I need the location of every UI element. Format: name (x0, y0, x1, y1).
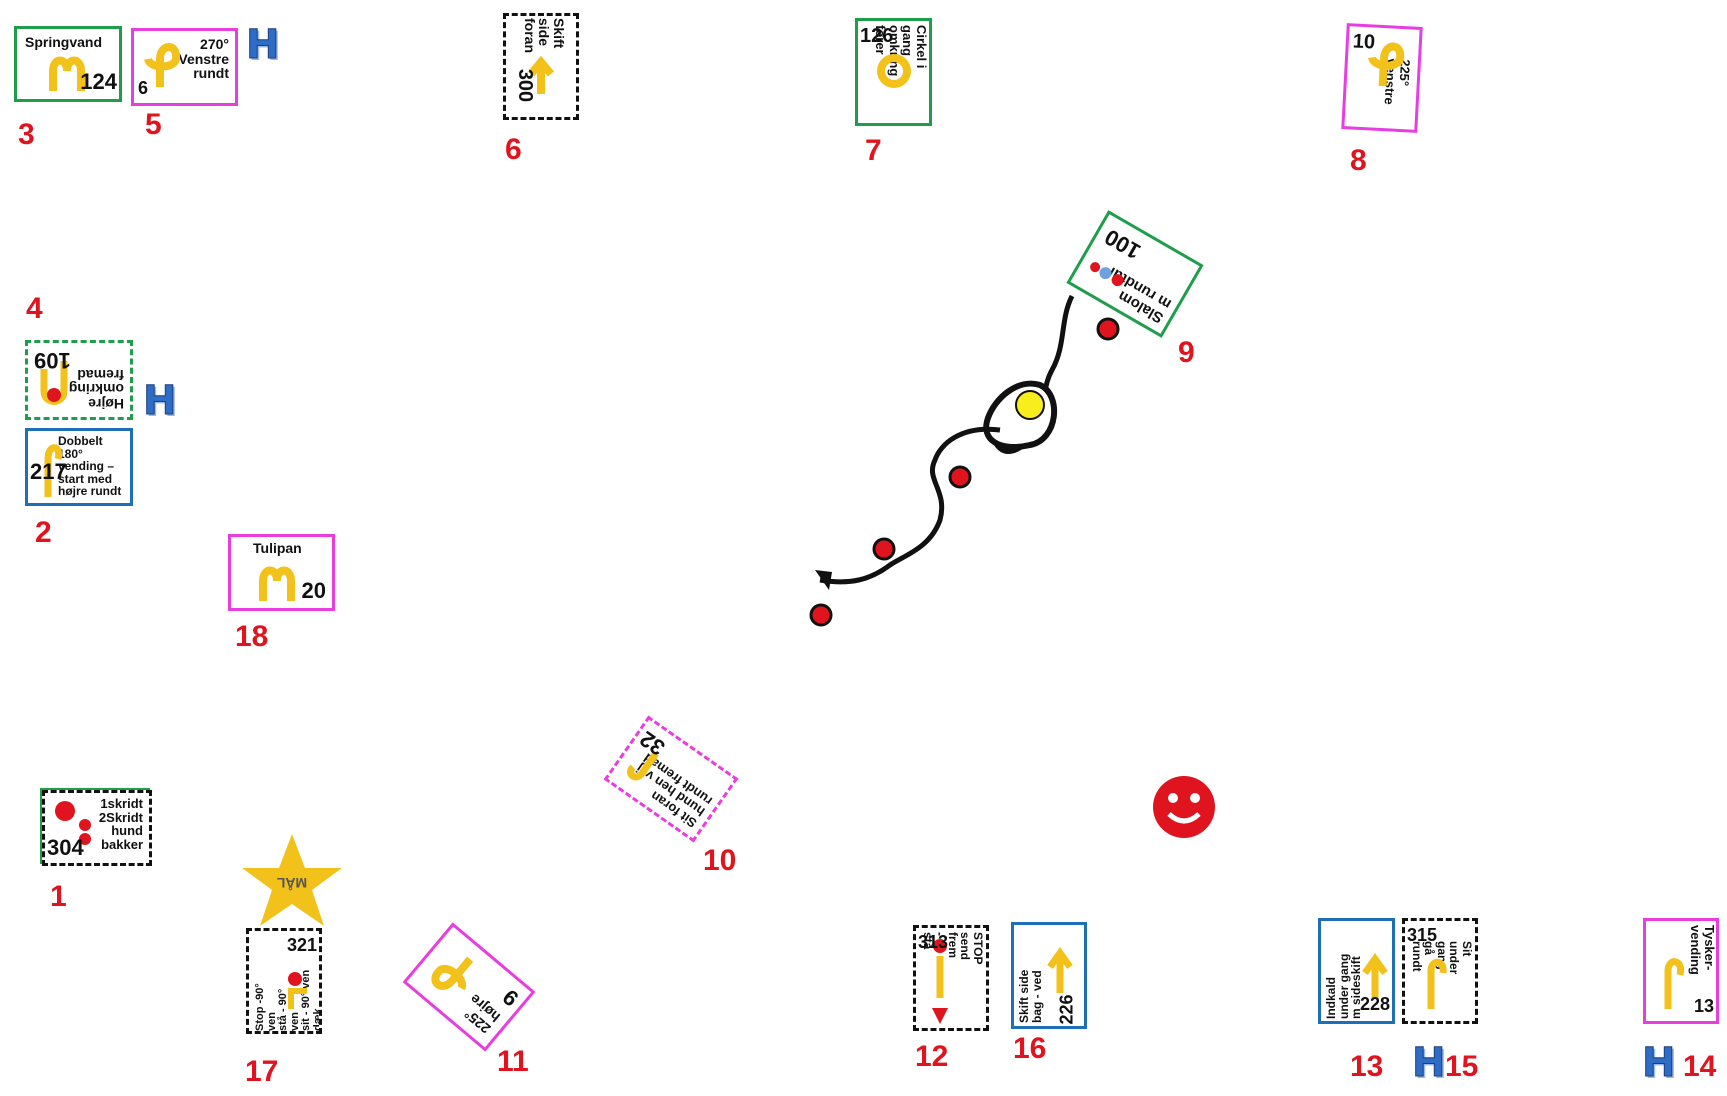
cone-2 (948, 465, 972, 489)
handler-mark: H (1412, 1040, 1445, 1086)
station-number-6: 6 (505, 133, 522, 167)
sign-stop-90: Stop -90° ven stå - 90° ven sit - 90° ve… (246, 928, 322, 1034)
sign-number: 226 (1056, 994, 1077, 1024)
sign-number: 20 (302, 578, 326, 604)
station-number-17: 17 (245, 1055, 278, 1089)
sign-skift-side-foran: Skift side foran 300 (503, 13, 579, 120)
station-number-5: 5 (145, 108, 162, 142)
station-number-11: 11 (497, 1045, 529, 1079)
sign-text: Højre omkring fremad (69, 367, 124, 411)
sign-270-venstre: 270° Venstre rundt 6 (131, 28, 238, 106)
sign-number: 313 (918, 932, 948, 953)
sign-number: 13 (1694, 996, 1714, 1017)
sign-number: 124 (80, 69, 117, 95)
sign-indkald: Indkald under gang m sideskift 228 (1318, 918, 1395, 1024)
finish-text: MÅL (276, 875, 307, 891)
sign-number: 126 (860, 25, 893, 48)
sign-number: 304 (47, 835, 84, 861)
station-number-7: 7 (865, 134, 882, 168)
sign-text: 225° højre (458, 992, 503, 1037)
sign-text: 270° Venstre rundt (178, 37, 229, 81)
circle-arrow-icon (874, 51, 914, 91)
sign-text: Skift side bag - ved (1018, 970, 1043, 1023)
sign-number: 109 (34, 347, 71, 373)
sign-springvand: Springvand 124 (14, 26, 122, 102)
sit-walk-icon (1415, 951, 1449, 1011)
sign-text: Tulipan (253, 541, 302, 556)
sign-stop-send-frem: STOP send frem - stå 313 (913, 925, 989, 1031)
cone-4 (809, 603, 833, 627)
tulip-arrows-icon (253, 563, 303, 603)
station-number-8: 8 (1350, 144, 1367, 178)
station-number-12: 12 (915, 1040, 948, 1074)
smiley-face-icon (1151, 774, 1217, 840)
station-number-13: 13 (1350, 1050, 1383, 1084)
sign-dobbelt-180: Dobbelt 180° vending – start med højre r… (25, 428, 133, 506)
station-number-18: 18 (235, 620, 268, 654)
handler-mark: H (246, 22, 279, 68)
sign-text: Dobbelt 180° vending – start med højre r… (58, 435, 130, 498)
direction-arrowhead (815, 570, 832, 590)
handler-mark: H (143, 378, 176, 424)
sign-number: 6 (138, 78, 148, 99)
station-number-16: 16 (1013, 1032, 1046, 1066)
sign-number: 9 (498, 984, 524, 1012)
stop-turn-icon (281, 971, 311, 1011)
german-turn-icon (1652, 951, 1686, 1011)
station-number-15: 15 (1445, 1050, 1478, 1084)
station-number-10: 10 (703, 844, 736, 878)
station-number-2: 2 (35, 516, 52, 550)
sign-skift-side-bag: Skift side bag - ved 226 (1011, 922, 1087, 1029)
station-number-14: 14 (1683, 1050, 1716, 1084)
side-change-back-icon (1044, 945, 1078, 995)
station-number-4: 4 (26, 292, 43, 326)
sign-tysker-vending: Tysker- vending 13 (1643, 918, 1719, 1024)
sign-text: Tysker- vending (1689, 925, 1716, 975)
cone-1 (1096, 317, 1120, 341)
sign-number: 321 (287, 935, 317, 956)
sign-tulipan: Tulipan 20 (228, 534, 335, 611)
station-number-9: 9 (1178, 336, 1195, 370)
sign-text: Indkald under gang m sideskift (1325, 954, 1363, 1019)
sign-text: Skift side foran (522, 18, 566, 53)
sign-1skridt: 1skridt 2Skridt hund bakker 304 (42, 790, 152, 866)
station-number-1: 1 (50, 880, 67, 914)
sign-text: 1skridt 2Skridt hund bakker (99, 797, 143, 852)
sign-cirkel-gang: Cirkel i gang omkring fører 126 (855, 18, 932, 126)
sign-225-venstre: 225° venstre 10 (1341, 23, 1422, 133)
handler-mark: H (1642, 1040, 1675, 1086)
sign-number: 228 (1360, 994, 1390, 1015)
station-number-3: 3 (18, 118, 35, 152)
sign-number: 217 (30, 459, 67, 485)
sign-hojre-omkring: Højre omkring fremad 109 (25, 340, 133, 420)
center-point (1016, 391, 1044, 419)
sign-number: 315 (1407, 925, 1437, 946)
star-icon: MÅL (232, 830, 352, 930)
sign-sit-under-gang: Sit under gang gå rundt 315 (1402, 918, 1478, 1024)
cone-3 (872, 537, 896, 561)
sign-number: 300 (513, 69, 536, 102)
sign-number: 10 (1352, 30, 1375, 54)
sign-text: Springvand (25, 35, 102, 50)
